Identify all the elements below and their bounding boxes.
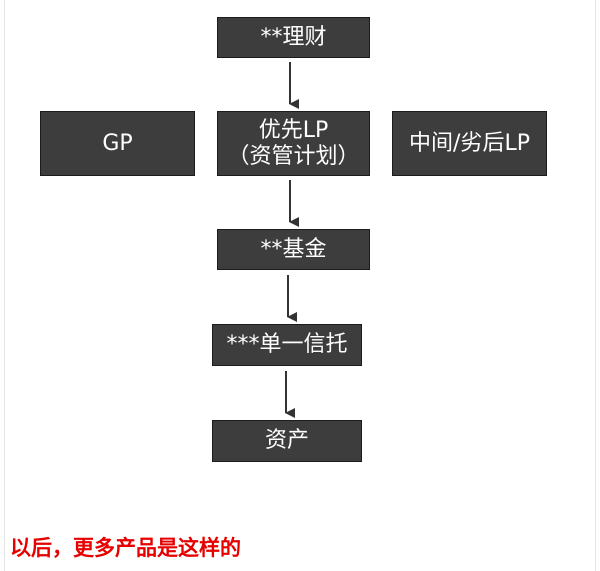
fund-box: **基金: [217, 229, 370, 270]
senior-lp-sublabel: （资管计划）: [227, 143, 360, 169]
junior-lp-label: 中间/劣后LP: [409, 130, 530, 156]
fund-label: **基金: [260, 236, 327, 262]
wealth-management-box: **理财: [217, 17, 370, 58]
footer-caption: 以后，更多产品是这样的: [10, 535, 241, 560]
left-border-line: [4, 0, 5, 571]
gp-label: GP: [102, 130, 133, 156]
asset-box: 资产: [212, 420, 362, 462]
junior-lp-box: 中间/劣后LP: [392, 111, 547, 176]
single-trust-label: ***单一信托: [226, 332, 348, 357]
wealth-management-label: **理财: [260, 24, 327, 50]
right-border-line: [595, 0, 596, 571]
single-trust-box: ***单一信托: [212, 324, 362, 366]
asset-label: 资产: [264, 428, 309, 453]
senior-lp-box: 优先LP （资管计划）: [217, 111, 370, 176]
senior-lp-label: 优先LP: [258, 117, 329, 143]
gp-box: GP: [40, 111, 195, 176]
